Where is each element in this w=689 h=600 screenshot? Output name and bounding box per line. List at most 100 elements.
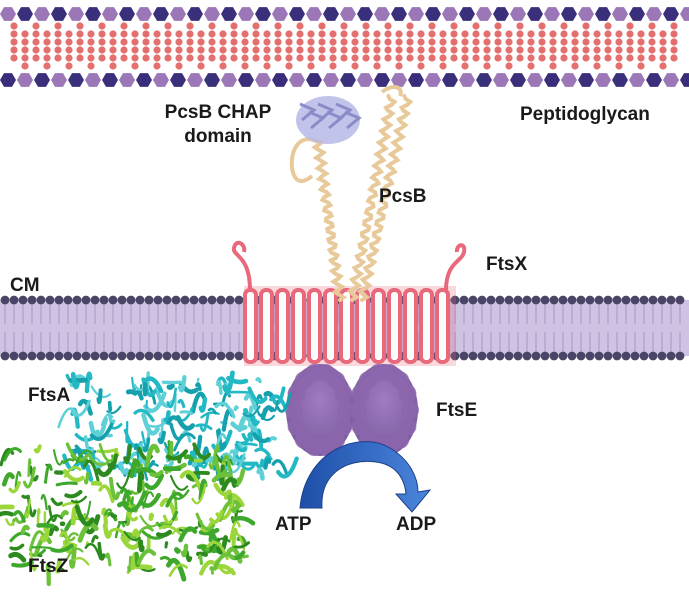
- peptide-bead: [439, 62, 447, 70]
- ribbon-segment: [120, 535, 141, 550]
- ribbon-segment: [127, 555, 133, 573]
- peptide-bead: [87, 54, 95, 62]
- peptide-bead: [131, 30, 139, 38]
- glycan-hexagon: [680, 73, 689, 87]
- lipid-head: [576, 351, 586, 361]
- ribbon-segment: [70, 371, 80, 390]
- ribbon-segment: [233, 405, 239, 412]
- peptide-bead: [340, 38, 348, 46]
- lipid-head: [675, 295, 685, 305]
- ribbon-segment: [129, 458, 141, 479]
- peptide-bead: [439, 46, 447, 54]
- ribbon-segment: [33, 444, 42, 454]
- peptide-bead: [87, 30, 95, 38]
- glycan-hexagon: [561, 73, 577, 87]
- peptide-bead: [670, 46, 678, 54]
- glycan-hexagon: [323, 73, 339, 87]
- pcsb-coiled-coil: [289, 85, 414, 302]
- ribbon-segment: [196, 551, 208, 557]
- peptide-bead: [329, 30, 337, 38]
- ribbon-segment: [141, 437, 151, 453]
- peptide-bead: [340, 46, 348, 54]
- glycan-hexagon: [612, 73, 628, 87]
- label-ftsa: FtsA: [28, 385, 71, 406]
- peptide-bead: [329, 54, 337, 62]
- ribbon-segment: [195, 423, 213, 431]
- glycan-hexagon: [153, 7, 169, 21]
- label-peptidoglycan: Peptidoglycan: [520, 104, 650, 125]
- peptide-bead: [450, 54, 458, 62]
- glycan-hexagon: [459, 7, 475, 21]
- ribbon-segment: [157, 430, 166, 445]
- ribbon-segment: [50, 543, 74, 553]
- lipid-head: [522, 351, 532, 361]
- peptide-bead: [670, 30, 678, 38]
- peptide-bead: [659, 62, 667, 70]
- glycan-hexagon: [578, 73, 594, 87]
- peptide-bead: [109, 38, 117, 46]
- lipid-head: [108, 295, 118, 305]
- peptide-bead: [461, 38, 469, 46]
- peptide-bead: [329, 62, 337, 70]
- lipid-head: [72, 295, 82, 305]
- peptide-bead: [10, 54, 18, 62]
- ribbon-segment: [242, 442, 258, 447]
- ftsx-helix: [339, 288, 354, 364]
- peptide-bead: [384, 54, 392, 62]
- peptide-bead: [571, 30, 579, 38]
- ribbon-segment: [9, 531, 31, 543]
- peptide-bead: [648, 38, 656, 46]
- ribbon-segment: [71, 447, 86, 470]
- glycan-hexagon: [306, 73, 322, 87]
- peptide-bead: [560, 38, 568, 46]
- glycan-hexagon: [238, 73, 254, 87]
- peptide-bead: [626, 38, 634, 46]
- ribbon-segment: [52, 449, 64, 466]
- glycan-hexagon: [357, 7, 373, 21]
- ribbon-segment: [65, 547, 84, 561]
- peptidoglycan-layer: [0, 7, 689, 87]
- peptide-bead: [175, 30, 183, 38]
- peptide-bead: [318, 30, 326, 38]
- peptide-bead: [472, 38, 480, 46]
- peptide-bead: [516, 46, 524, 54]
- label-cm: CM: [10, 275, 40, 296]
- ftsx-loop-right: [444, 243, 467, 291]
- peptide-bead: [164, 30, 172, 38]
- lipid-head: [216, 351, 226, 361]
- ribbon-segment: [24, 498, 31, 519]
- peptide-bead: [142, 22, 150, 30]
- glycan-hexagon: [102, 73, 118, 87]
- peptide-bead: [516, 30, 524, 38]
- ribbon-segment: [123, 443, 133, 464]
- peptide-bead: [98, 30, 106, 38]
- peptide-bead: [604, 30, 612, 38]
- lipid-head: [450, 351, 460, 361]
- lipid-head: [18, 351, 28, 361]
- glycan-hexagon: [204, 7, 220, 21]
- lipid-head: [468, 351, 478, 361]
- ribbon-segment: [63, 466, 82, 478]
- ribbon-segment: [254, 447, 271, 457]
- ftse-dimer: [285, 363, 419, 457]
- ribbon-segment: [133, 408, 155, 422]
- peptide-bead: [483, 46, 491, 54]
- ribbon-segment: [195, 382, 202, 391]
- ribbon-segment: [195, 512, 216, 531]
- lipid-head: [459, 351, 469, 361]
- lipid-head: [558, 351, 568, 361]
- lipid-head: [180, 351, 190, 361]
- lipid-head: [549, 295, 559, 305]
- peptide-bead: [54, 38, 62, 46]
- ribbon-segment: [85, 541, 89, 547]
- lipid-head: [144, 351, 154, 361]
- peptide-bead: [395, 54, 403, 62]
- ribbon-segment: [0, 510, 14, 517]
- ribbon-segment: [234, 443, 247, 453]
- ribbon-segment: [96, 447, 119, 454]
- peptide-bead: [406, 30, 414, 38]
- peptide-bead: [98, 38, 106, 46]
- ribbon-segment: [48, 525, 59, 537]
- peptide-bead: [494, 54, 502, 62]
- glycan-hexagon: [595, 7, 611, 21]
